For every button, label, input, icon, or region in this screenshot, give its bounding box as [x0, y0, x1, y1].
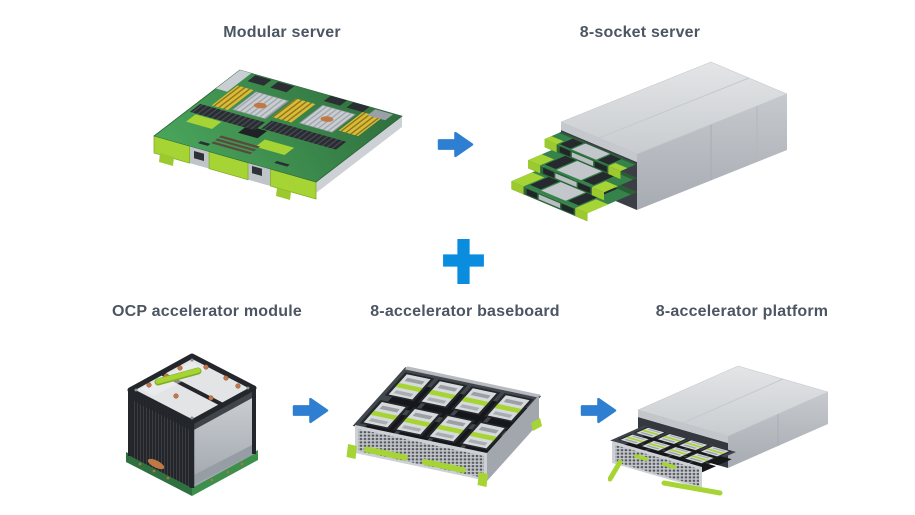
baseboard-image: [346, 366, 542, 487]
rear-connector: [346, 102, 370, 113]
lime-latch: [159, 152, 174, 166]
cpu-heatsink: [298, 104, 357, 133]
server-tray-front: [153, 116, 402, 200]
arrow-right-icon: [292, 397, 329, 424]
arrow-right-icon: [437, 131, 474, 158]
plus-icon: [443, 239, 484, 284]
pcb-base: [126, 450, 258, 496]
shroud-face: [192, 388, 254, 488]
tray-sides: [346, 395, 542, 487]
lime-handle: [422, 459, 466, 473]
lime-latch: [477, 472, 488, 487]
dimm-bank: [338, 112, 383, 137]
lime-clip: [634, 454, 648, 461]
heatsink-bank: [189, 103, 266, 131]
cpu-heatsink: [231, 91, 290, 120]
platform-label: 8-accelerator platform: [655, 303, 829, 320]
chip: [238, 125, 268, 139]
modular-server-image: [153, 69, 403, 200]
socket-server-image: [511, 61, 788, 222]
copper-heatpipe: [147, 458, 165, 470]
rear-connector: [247, 75, 272, 86]
heatsink-bank: [261, 120, 347, 150]
top-plate: [127, 353, 257, 425]
lime-latch: [346, 444, 357, 459]
front-panel: [612, 441, 702, 489]
lime-block: [255, 139, 295, 156]
lime-latch: [276, 188, 291, 200]
modular-server-label: Modular server: [223, 24, 341, 41]
rear-connector: [270, 81, 295, 93]
arrow-right-icon: [580, 397, 617, 424]
rear-connector: [323, 95, 347, 106]
platform-image: [608, 365, 829, 496]
lime-lever: [661, 480, 723, 496]
ocp-module-label: OCP accelerator module: [112, 303, 302, 320]
lime-lever: [608, 459, 623, 482]
lime-block: [186, 114, 222, 129]
ocp-module-image: [126, 353, 258, 496]
socket-server-label: 8-socket server: [579, 24, 701, 41]
lime-handle: [364, 446, 408, 461]
lime-clip: [662, 462, 676, 469]
baseboard-label: 8-accelerator baseboard: [370, 303, 560, 320]
dimm-bank: [271, 98, 316, 123]
motherboard-top: [153, 69, 403, 183]
dimm-bank: [211, 85, 254, 110]
